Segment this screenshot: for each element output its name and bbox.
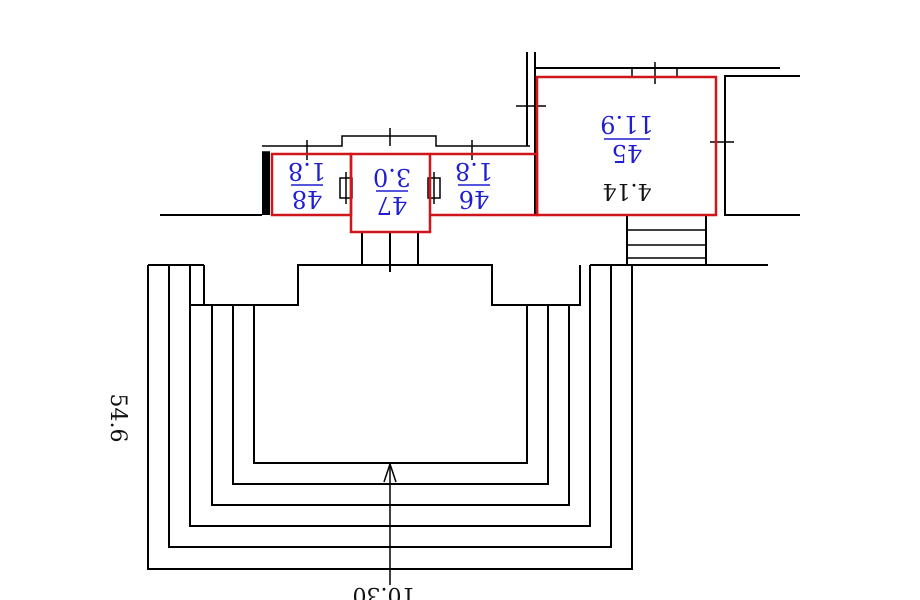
room-48-number: 48 <box>292 185 323 213</box>
room-45-height: 4.14 <box>603 178 652 203</box>
room-48-area: 1.8 <box>288 157 326 185</box>
center-axis <box>383 461 397 585</box>
building-walls <box>160 52 800 272</box>
dimension-width: 10.30 <box>353 582 416 600</box>
room-46-number: 46 <box>459 185 490 213</box>
room-46-area: 1.8 <box>455 157 493 185</box>
room-47-area: 3.0 <box>373 163 411 191</box>
room-47-label: 47 3.0 <box>373 163 411 219</box>
room-45-area: 11.9 <box>600 110 653 138</box>
room-47-outline <box>349 152 432 234</box>
room-46-label: 46 1.8 <box>455 157 493 213</box>
room-45-number: 45 <box>612 139 643 167</box>
dimension-height: 54.6 <box>105 394 130 443</box>
room-outlines <box>270 75 718 234</box>
room-45-outline <box>535 75 718 217</box>
room-48-label: 48 1.8 <box>288 157 326 213</box>
room-45-label: 45 11.9 <box>600 110 653 167</box>
room-47-number: 47 <box>377 191 408 219</box>
